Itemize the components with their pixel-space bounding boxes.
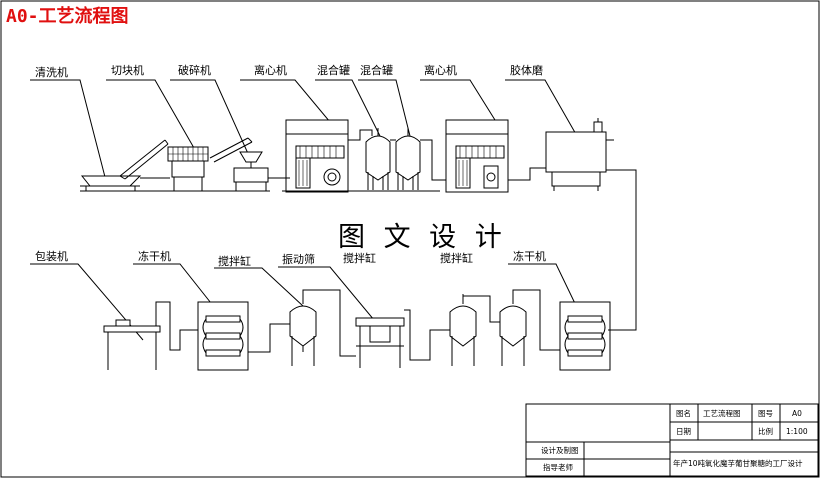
bottom-row-labels: 包装机 冻干机 搅拌缸 振动筛 搅拌缸 搅拌缸 冻干机 (35, 249, 546, 268)
stirring-tank-2 (449, 294, 477, 366)
label-stirring-tank-2: 搅拌缸 (343, 251, 376, 265)
bottom-pipes (155, 289, 624, 361)
crusher-machine (209, 137, 269, 191)
label-mixing-tank-1: 混合罐 (317, 63, 350, 77)
centrifuge-1 (285, 119, 349, 193)
washer-machine (80, 139, 169, 191)
watermark-text: 图 文 设 计 (338, 222, 507, 253)
label-centrifuge-2: 离心机 (424, 63, 457, 77)
label-centrifuge-1: 离心机 (254, 63, 287, 77)
label-mixing-tank-2: 混合罐 (360, 63, 393, 77)
title-block-project: 年产10吨氧化魔芋葡甘聚糖的工厂设计 (673, 458, 803, 468)
title-block: 图名 工艺流程图 图号 A0 日期 比例 1:100 设计及制图 指导老师 年产… (525, 403, 819, 477)
label-washer: 清洗机 (35, 65, 68, 79)
top-pipes (80, 129, 637, 331)
label-colloid-mill: 胶体磨 (510, 63, 543, 77)
label-cutter: 切块机 (111, 63, 144, 77)
freeze-dryer-1 (197, 301, 249, 371)
title-block-designer-label: 设计及制图 (541, 445, 579, 455)
label-packaging-machine: 包装机 (35, 249, 68, 263)
label-freeze-dryer-1: 冻干机 (138, 249, 171, 263)
top-row-labels: 清洗机 切块机 破碎机 离心机 混合罐 混合罐 离心机 胶体磨 (35, 63, 543, 79)
colloid-mill (545, 118, 614, 191)
title-block-scale: 1:100 (786, 427, 808, 436)
mixing-tank-top-1 (365, 128, 391, 190)
drawing-title: A0-工艺流程图 (6, 5, 129, 27)
label-stirring-tank-1: 搅拌缸 (218, 254, 251, 268)
label-crusher: 破碎机 (178, 63, 211, 77)
title-block-advisor-label: 指导老师 (543, 462, 573, 472)
label-vibrating-screen: 振动筛 (282, 252, 315, 266)
title-block-name: 工艺流程图 (703, 408, 741, 418)
cutter-machine (140, 146, 209, 191)
title-block-name-label: 图名 (676, 408, 691, 418)
top-leader-lines (30, 79, 586, 178)
title-block-scale-label: 比例 (758, 426, 773, 436)
freeze-dryer-2 (559, 301, 611, 371)
centrifuge-2 (445, 119, 509, 193)
packaging-machine (103, 319, 161, 370)
stirring-tank-1 (289, 294, 317, 366)
label-stirring-tank-3: 搅拌缸 (440, 251, 473, 265)
title-block-date-label: 日期 (676, 427, 691, 436)
title-block-number-label: 图号 (758, 409, 773, 418)
title-block-number: A0 (792, 409, 802, 418)
stirring-tank-3 (499, 294, 527, 366)
label-freeze-dryer-2: 冻干机 (513, 249, 546, 263)
vibrating-screen (355, 317, 405, 368)
mixing-tank-top-2 (395, 128, 421, 190)
